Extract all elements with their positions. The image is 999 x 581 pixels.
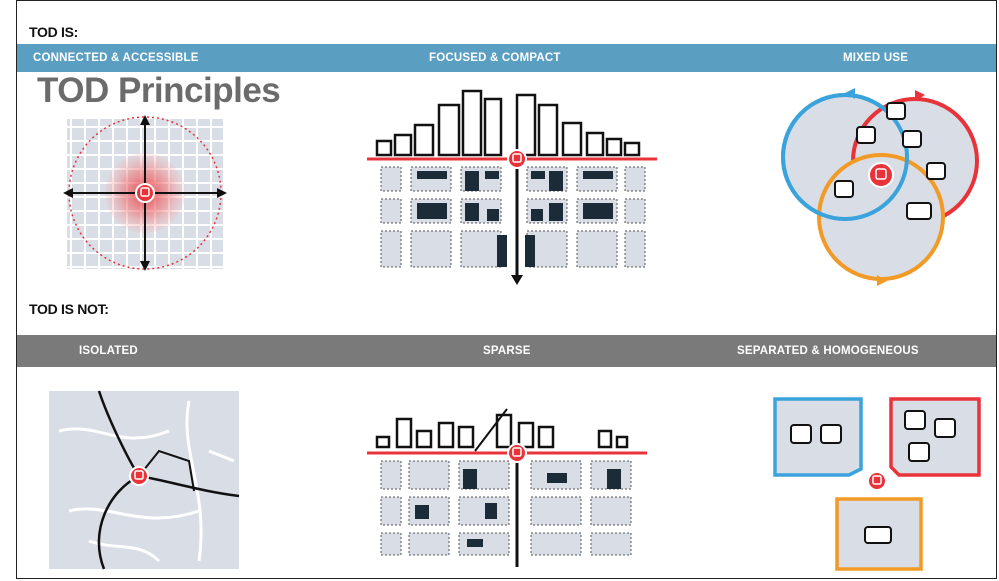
tod-is-not-heading: TOD IS NOT: [29, 301, 109, 317]
separated-homogeneous-diagram [773, 397, 981, 571]
label-mixed-use: MIXED USE [843, 52, 909, 64]
isolated-diagram [49, 390, 240, 570]
diagram-frame: TOD IS: CONNECTED & ACCESSIBLE FOCUSED &… [16, 0, 997, 579]
mixed-use-diagram [781, 88, 979, 286]
tod-is-band: CONNECTED & ACCESSIBLE FOCUSED & COMPACT… [17, 44, 996, 72]
sparse-diagram [367, 408, 647, 567]
tod-is-not-band: ISOLATED SPARSE SEPARATED & HOMOGENEOUS [17, 335, 996, 367]
focused-compact-diagram [367, 89, 657, 285]
slide-title: TOD Principles [37, 71, 281, 110]
connected-accessible-diagram [63, 115, 227, 271]
label-isolated: ISOLATED [79, 345, 138, 357]
tod-is-heading: TOD IS: [29, 24, 78, 40]
label-sparse: SPARSE [483, 345, 531, 357]
label-connected-accessible: CONNECTED & ACCESSIBLE [33, 52, 199, 64]
label-separated-homogeneous: SEPARATED & HOMOGENEOUS [737, 345, 919, 357]
label-focused-compact: FOCUSED & COMPACT [429, 52, 561, 64]
